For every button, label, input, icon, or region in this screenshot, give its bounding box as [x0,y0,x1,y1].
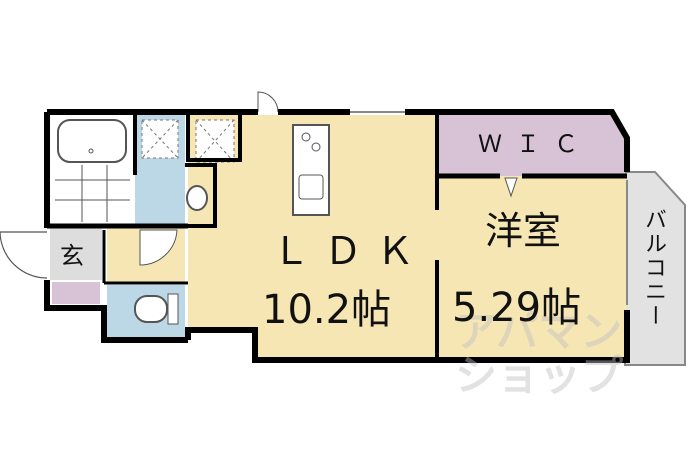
sink-icon [186,185,208,211]
kitchen-counter [292,124,330,216]
hall-door-swing [139,229,178,266]
wic-label: ＷＩＣ [478,130,592,158]
watermark: アパマンショップ [455,307,624,401]
entrance-door-swing [0,231,48,279]
bathtub-icon [57,119,127,163]
entrance-label: 玄 [60,242,84,270]
ldk-area-label: 10.2帖 [262,287,392,333]
western-room-area [437,176,627,360]
wic-area [437,115,625,176]
balcony-label: バルコニー [641,208,666,328]
shoe-storage [52,282,100,304]
entry-door-icon [257,91,279,113]
western-room-label: 洋室 [485,209,562,253]
stove-icon [301,132,311,142]
ldk-area [188,115,437,358]
walls [44,109,630,363]
wic-door-icon [504,177,518,198]
kitchen-sink-icon [298,174,324,200]
western-room-area-label: 5.29帖 [452,285,582,331]
ldk-label: ＬＤＫ [272,229,429,273]
toilet-icon [134,295,168,323]
storage-box-icon [141,119,235,163]
entrance-area [50,228,102,280]
windows [350,111,628,305]
bath-floor-tiles [55,165,130,222]
